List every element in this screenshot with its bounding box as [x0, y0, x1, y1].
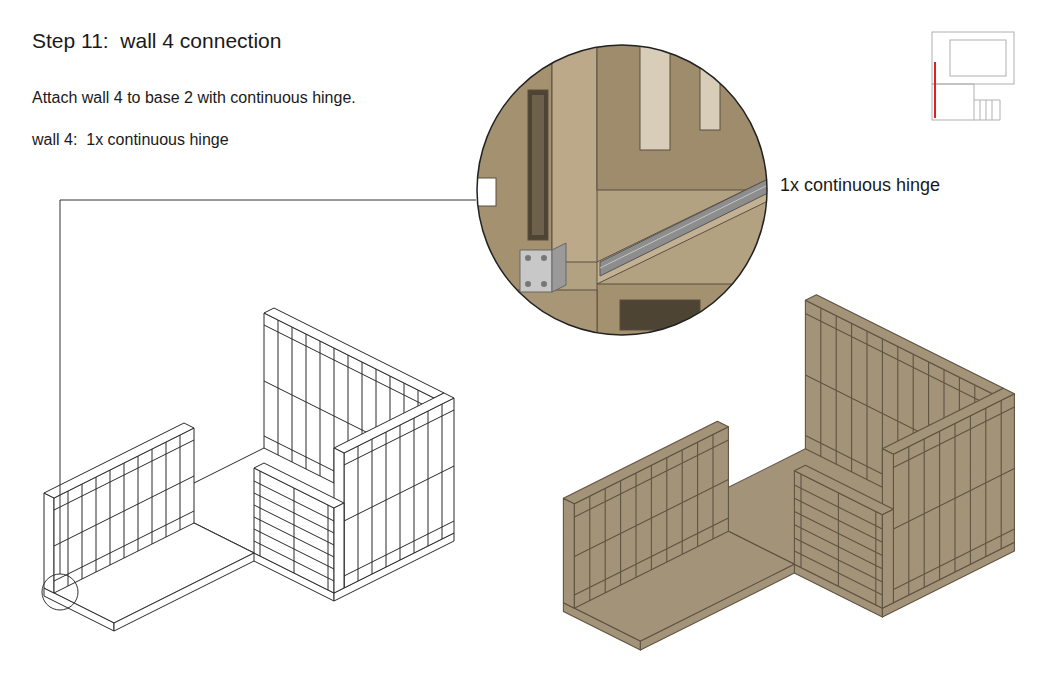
rendered-model [563, 295, 1014, 650]
instruction-text: Attach wall 4 to base 2 with continuous … [32, 88, 356, 107]
line-drawing [44, 308, 454, 631]
step-title: Step 11: wall 4 connection [32, 28, 281, 53]
detail-magnifier [470, 40, 770, 340]
detail-leader [42, 200, 476, 610]
callout-label: 1x continuous hinge [780, 175, 940, 197]
key-plan [932, 32, 1014, 120]
parts-list: wall 4: 1x continuous hinge [32, 130, 229, 149]
